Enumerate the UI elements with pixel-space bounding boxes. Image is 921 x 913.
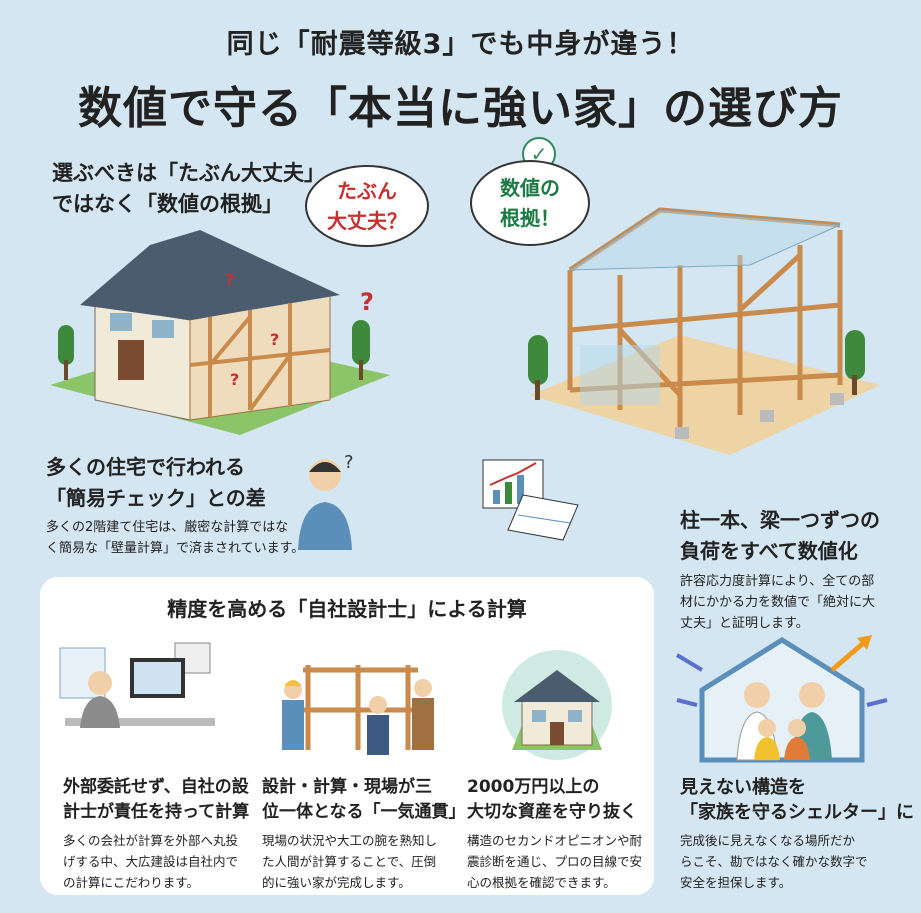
simple-check-heading: 多くの住宅で行われる 「簡易チェック」との差 xyxy=(46,455,266,510)
svg-text:?: ? xyxy=(270,330,279,349)
designer-at-desk-illustration xyxy=(59,642,215,728)
shelter-description: 完成後に見えなくなる場所だか らこそ、勘ではなく確かな数字で 安全を担保します。 xyxy=(680,833,868,890)
svg-text:?: ? xyxy=(225,270,234,289)
col2-heading: 設計・計算・現場が三 位一体となる「一気通貫」 xyxy=(262,777,466,822)
page-title: 数値で守る「本当に強い家」の選び方 xyxy=(78,83,843,134)
numeric-load-heading: 柱一本、梁一つずつの 負荷をすべて数値化 xyxy=(680,508,880,563)
numeric-load-description: 許容応力度計算により、全ての部 材にかかる力を数値で「絶対に大 丈夫」と証明しま… xyxy=(680,574,876,631)
calculation-document-icon xyxy=(482,459,579,541)
col1-description: 多くの会社が計算を外部へ丸投 げする中、大広建設は自社内で の計算にこだわります… xyxy=(63,833,239,890)
col1-heading: 外部委託せず、自社の設 計士が責任を持って計算 xyxy=(63,777,250,822)
builders-on-site-illustration xyxy=(282,665,434,755)
svg-text:?: ? xyxy=(230,370,239,389)
finished-house-illustration xyxy=(502,650,612,760)
framed-house-illustration xyxy=(528,207,880,455)
family-shelter-illustration xyxy=(675,635,888,763)
numbers-speech-bubble: 数値の 根拠！ xyxy=(470,160,590,246)
col3-description: 構造のセカンドオピニオンや耐 震診断を通じ、プロの目線で安 心の根拠を確認できま… xyxy=(467,833,643,890)
lead-text: 選ぶべきは「たぶん大丈夫」 ではなく「数値の根拠」 xyxy=(52,161,325,216)
shelter-heading: 見えない構造を 「家族を守るシェルター」に xyxy=(680,777,914,823)
col3-heading: 2000万円以上の 大切な資産を守り抜く xyxy=(467,777,637,822)
subtitle: 同じ「耐震等級3」でも中身が違う！ xyxy=(226,29,695,60)
thinking-person-illustration: ? xyxy=(298,452,354,550)
col2-description: 現場の状況や大工の腕を熟知し た人間が計算することで、圧倒 的に強い家が完成しま… xyxy=(262,833,438,890)
panel-title: 精度を高める「自社設計士」による計算 xyxy=(167,597,527,621)
svg-text:?: ? xyxy=(344,452,354,473)
simple-check-description: 多くの2階建て住宅は、厳密な計算ではな く簡易な「壁量計算」で済まされています。 xyxy=(46,520,305,556)
svg-text:?: ? xyxy=(360,288,374,316)
simple-check-house-illustration: ? ? ? ? xyxy=(50,230,390,435)
maybe-speech-bubble: たぶん 大丈夫？ xyxy=(305,165,429,247)
